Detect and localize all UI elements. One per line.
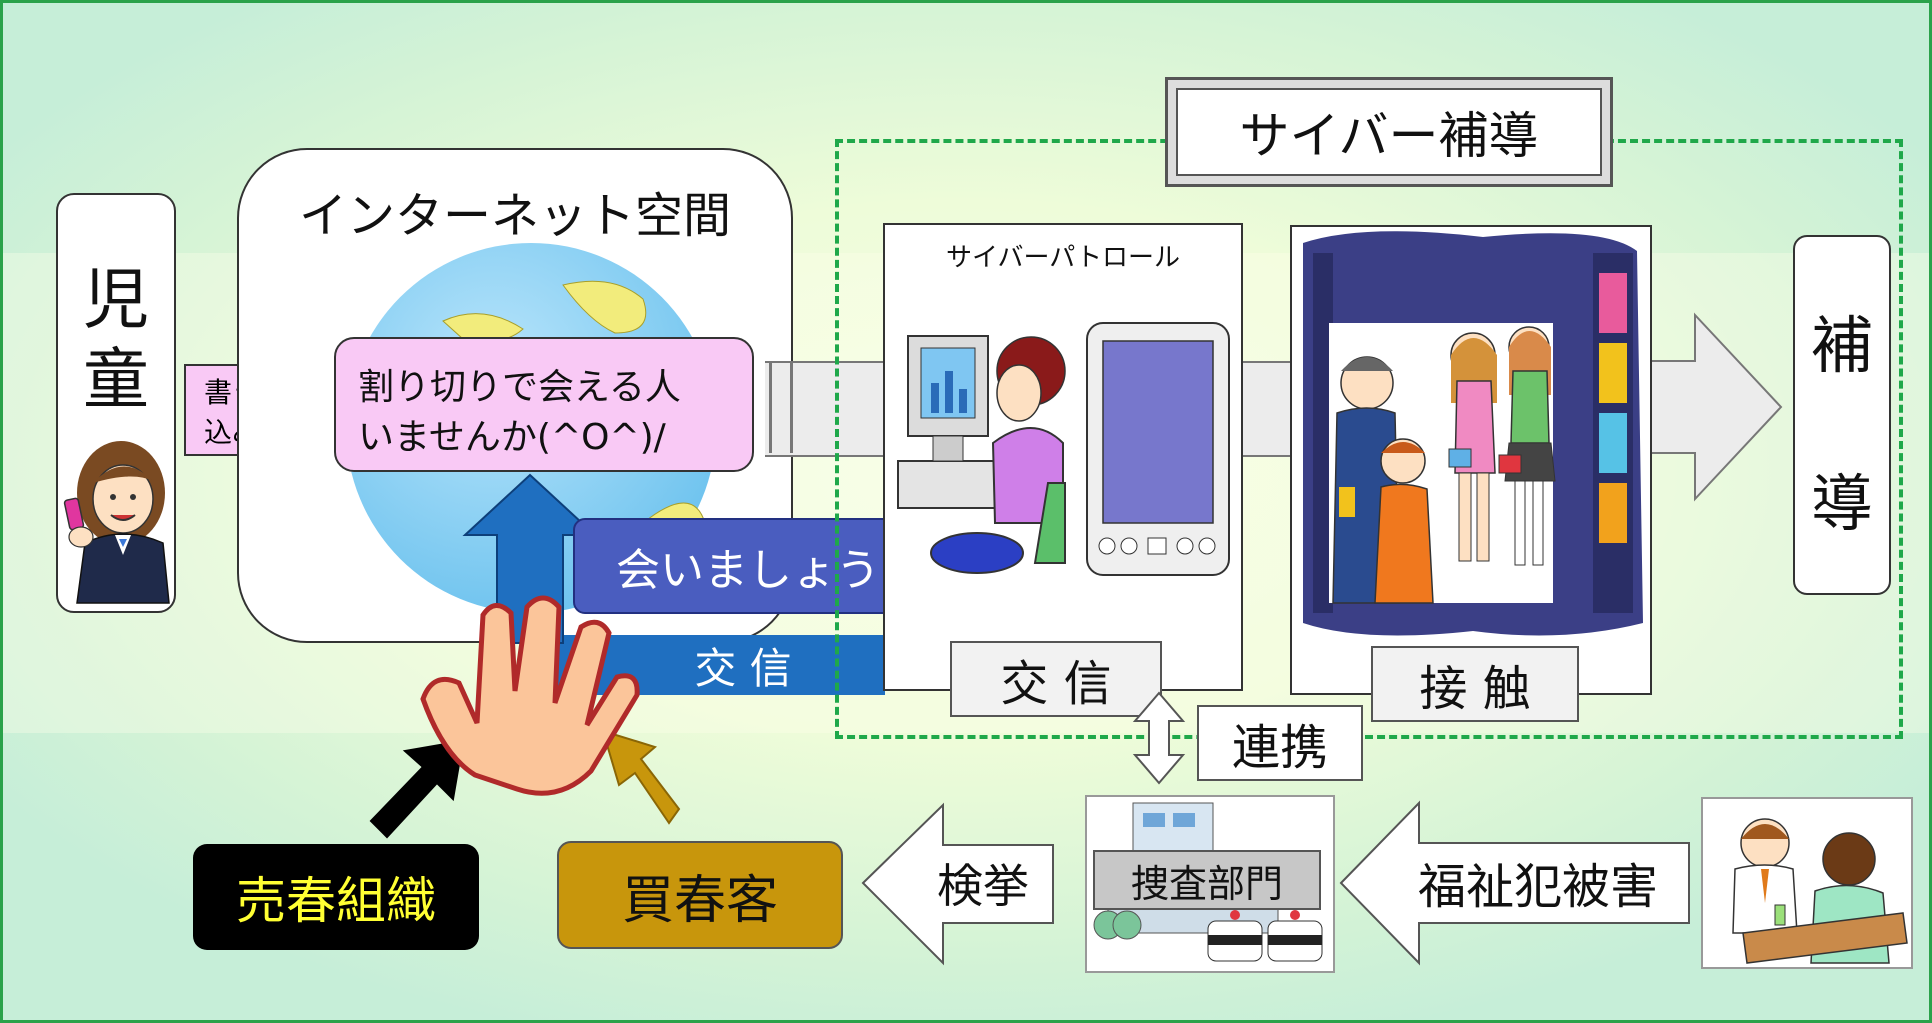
correspond-label-box: 交 信 (950, 641, 1162, 717)
correspond-band-label: 交 信 (694, 643, 792, 693)
customer-box: 買春客 (557, 841, 843, 949)
flow-bar-2 (1241, 361, 1291, 457)
cooperation-label: 連携 (1197, 705, 1363, 781)
investigation-dept-label: 捜査部門 (1093, 850, 1321, 910)
post-message-line1: 割り切りで会える人 (358, 367, 681, 408)
guidance-box (1793, 235, 1891, 595)
flow-bar-1 (765, 361, 885, 457)
cyber-patrol-box (883, 223, 1243, 691)
child-label-2: 童 (83, 341, 149, 418)
post-message-box (334, 337, 754, 472)
guidance-label-2: 導 (1810, 467, 1873, 540)
prostitution-org-box: 売春組織 (193, 844, 479, 950)
counseling-box (1701, 797, 1913, 969)
guidance-label-1: 補 (1810, 309, 1873, 382)
contact-label-box: 接 触 (1371, 646, 1579, 722)
child-label-1: 児 (83, 261, 149, 338)
post-message-line2: いませんか(^O^)/ (358, 417, 666, 458)
cyber-guidance-title: サイバー補導 (1165, 77, 1613, 187)
internet-space-title: インターネット空間 (298, 188, 731, 244)
flow-stripes (769, 361, 793, 453)
street-contact-box (1290, 225, 1652, 695)
cyber-patrol-title: サイバーパトロール (945, 242, 1180, 273)
arrest-label: 検挙 (937, 859, 1029, 913)
welfare-crime-label: 福祉犯被害 (1417, 859, 1658, 915)
